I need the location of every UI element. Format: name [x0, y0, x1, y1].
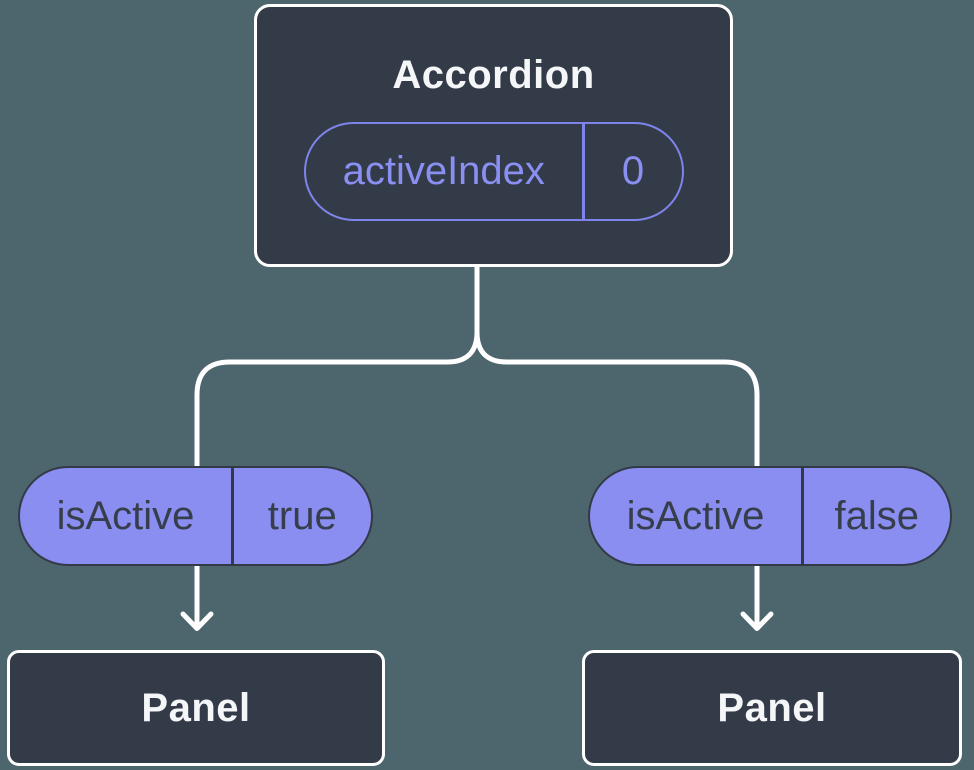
pill-divider: [801, 468, 804, 564]
pill-divider: [231, 468, 234, 564]
component-node-panel-right: Panel: [582, 650, 962, 766]
connector-right-branch: [474, 263, 760, 631]
node-title: Panel: [141, 685, 251, 730]
prop-pill-activeindex: activeIndex 0: [303, 122, 684, 221]
state-pill-isactive-false: isActive false: [588, 466, 952, 566]
state-name: isActive: [56, 493, 195, 538]
prop-name: activeIndex: [342, 149, 545, 193]
prop-value: 0: [621, 149, 645, 193]
down-arrowhead-right-icon: [740, 611, 774, 631]
state-pill-isactive-true: isActive true: [18, 466, 373, 566]
node-title: Accordion: [392, 53, 595, 97]
down-arrowhead-left-icon: [180, 611, 214, 631]
connector-left-branch: [194, 263, 480, 631]
component-node-panel-left: Panel: [7, 650, 385, 766]
component-node-accordion: Accordion activeIndex 0: [254, 4, 733, 267]
state-name: isActive: [626, 493, 765, 538]
state-value: false: [834, 493, 920, 538]
state-value: true: [267, 493, 337, 538]
pill-divider: [582, 124, 585, 219]
node-title: Panel: [717, 685, 827, 730]
